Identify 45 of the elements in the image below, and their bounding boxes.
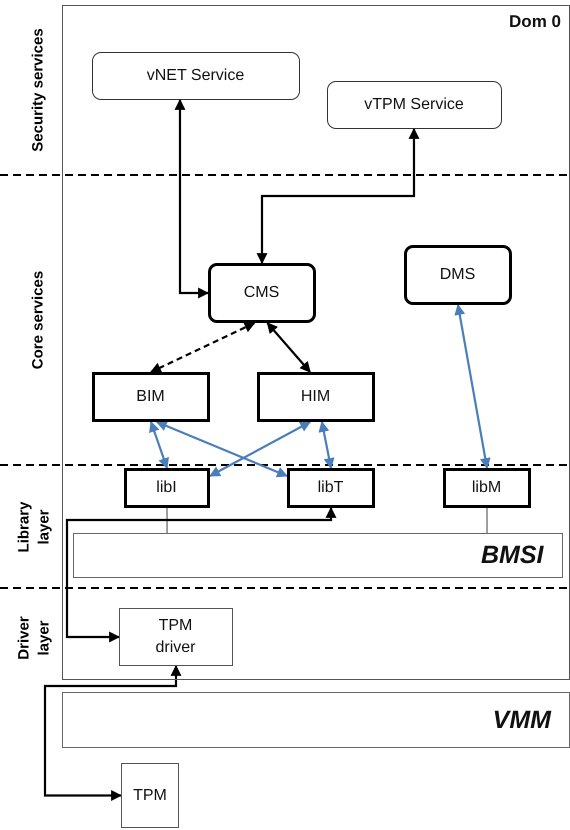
service-box [208, 262, 316, 322]
node-label: HIM [300, 388, 330, 406]
connector-line [486, 508, 488, 533]
service-box [404, 244, 512, 304]
node-label: vNET Service [146, 66, 244, 84]
arrow [156, 420, 288, 478]
node-label: TPM driver [154, 616, 196, 658]
connector-line [166, 508, 168, 533]
layer-label: Security services [28, 27, 48, 154]
node-label: BMSI [481, 540, 544, 570]
arrow [66, 506, 336, 642]
arrow [318, 420, 334, 470]
interface-band [72, 532, 562, 578]
service-box [326, 80, 502, 128]
node-label: libM [472, 478, 502, 496]
module-box [92, 372, 210, 422]
node-label: Dom 0 [509, 12, 561, 32]
domain-frame [62, 5, 570, 680]
service-box [92, 52, 300, 100]
library-box [124, 468, 210, 508]
library-box [442, 468, 530, 508]
arrow [150, 322, 256, 373]
node-label: DMS [440, 266, 476, 284]
node-label: BIM [136, 388, 165, 406]
node-label: vTPM Service [364, 96, 464, 114]
hypervisor-band [62, 692, 570, 748]
arrow [266, 322, 311, 373]
node-label: libT [318, 478, 344, 496]
node-label: CMS [244, 284, 280, 302]
node-label: VMM [492, 706, 551, 734]
library-box [286, 468, 374, 508]
arrow [209, 421, 312, 477]
driver-box [118, 608, 232, 666]
arrow [454, 304, 491, 470]
node-label: TPM [133, 786, 167, 806]
arrow [44, 664, 182, 801]
hardware-box [121, 763, 179, 828]
layer-label: Driver layer [14, 615, 53, 662]
arrow [149, 420, 169, 470]
arrow [256, 128, 420, 264]
layer-label: Core services [28, 270, 48, 372]
module-box [256, 372, 374, 422]
arrow [174, 98, 210, 298]
node-label: libI [156, 478, 177, 496]
layer-label: Library layer [14, 500, 53, 554]
